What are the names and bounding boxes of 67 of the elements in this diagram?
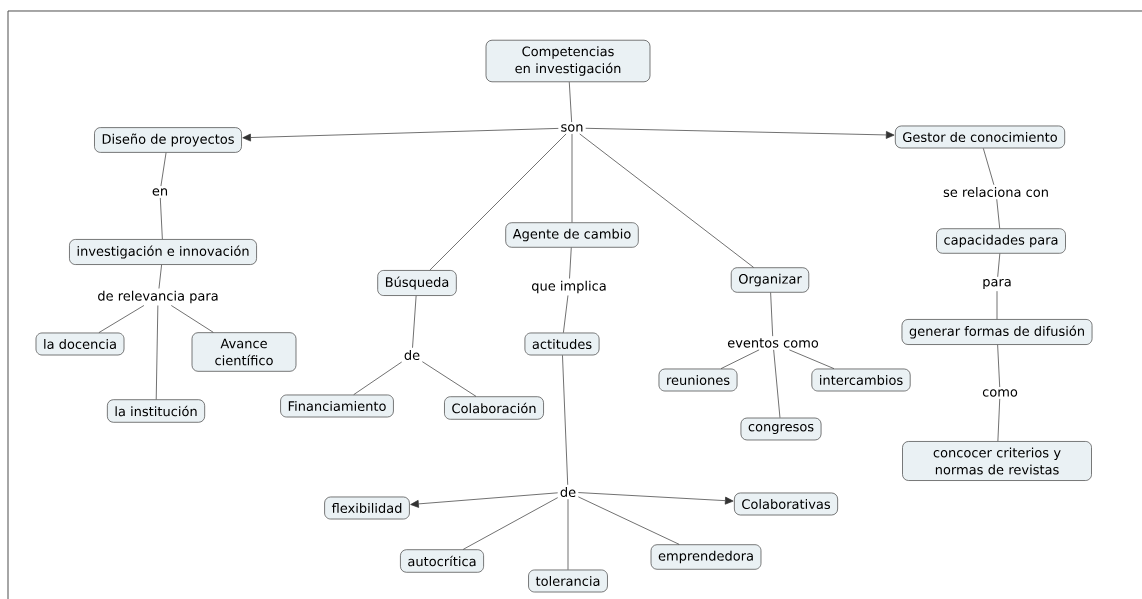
concept-box: capacidades para	[936, 228, 1066, 254]
connector-line	[788, 349, 835, 369]
connector-line	[563, 295, 569, 333]
connector-line	[159, 197, 163, 240]
concept-box: intercambios	[811, 368, 911, 392]
connector-line	[997, 398, 1001, 442]
linking-phrase: de relevancia para	[98, 290, 218, 304]
connector-line	[412, 295, 417, 349]
linking-phrase: eventos como	[727, 338, 819, 348]
concept-box: tolerancia	[528, 569, 608, 593]
connector-line	[353, 361, 403, 395]
concept-box: Competencias en investigación	[485, 39, 651, 83]
connector-line	[158, 264, 162, 289]
connector-line	[160, 152, 167, 187]
connector-line	[98, 305, 145, 333]
linking-phrase: para	[983, 279, 1011, 289]
connector-line	[997, 344, 1001, 388]
connector-line	[997, 253, 1001, 278]
concept-box: Financiamiento	[280, 394, 394, 418]
concept-box: congresos	[740, 417, 822, 441]
connector-line	[170, 305, 214, 333]
connector-line	[773, 349, 781, 418]
concept-box: Organizar	[730, 267, 810, 293]
concept-box: Colaborativas	[734, 492, 838, 516]
concept-box: investigación e innovación	[69, 239, 257, 265]
linking-phrase: se relaciona con	[943, 186, 1048, 198]
linking-phrase: son	[561, 124, 583, 132]
linking-phrase: en	[152, 188, 168, 196]
connector-line	[770, 292, 774, 337]
concept-box: reuniones	[658, 368, 738, 392]
arrow	[242, 128, 559, 142]
connector-line	[568, 81, 572, 123]
concept-box: Agente de cambio	[505, 222, 639, 248]
concept-box: Colaboración	[444, 396, 544, 420]
arrow	[578, 492, 734, 505]
concept-box: Avance científico	[191, 332, 297, 372]
concept-box: generar formas de difusión	[901, 319, 1093, 345]
concept-box: Gestor de conocimiento	[894, 125, 1066, 149]
concept-box: la institución	[107, 399, 206, 423]
concept-box: flexibilidad	[324, 496, 410, 520]
linking-phrase: como	[982, 389, 1018, 397]
concept-box: Diseño de proyectos	[94, 127, 242, 153]
concept-box: actitudes	[524, 332, 600, 356]
arrow	[410, 492, 559, 508]
linking-phrase: de	[404, 349, 420, 361]
connector-line	[579, 133, 754, 268]
linking-phrase: de	[560, 486, 576, 498]
connector-line	[996, 198, 1001, 229]
connector-line	[569, 247, 572, 279]
concept-box: concocer criterios y normas de revistas	[902, 441, 1092, 481]
concept-box: autocrítica	[400, 549, 484, 573]
connector-line	[567, 498, 569, 570]
arrow	[585, 127, 895, 139]
connector-line	[462, 497, 559, 550]
connector-line	[429, 133, 567, 271]
connector-line	[562, 355, 569, 486]
concept-box: Búsqueda	[377, 270, 457, 296]
connector-line	[578, 496, 680, 545]
connector-line	[155, 305, 159, 400]
concept-box: emprendedora	[650, 544, 762, 570]
connector-line	[720, 349, 760, 369]
connector-line	[422, 361, 477, 397]
connector-line	[996, 290, 998, 320]
connector-line	[571, 133, 573, 223]
connector-line	[982, 148, 995, 186]
concept-box: la docencia	[35, 332, 125, 356]
linking-phrase: que implica	[532, 280, 606, 294]
